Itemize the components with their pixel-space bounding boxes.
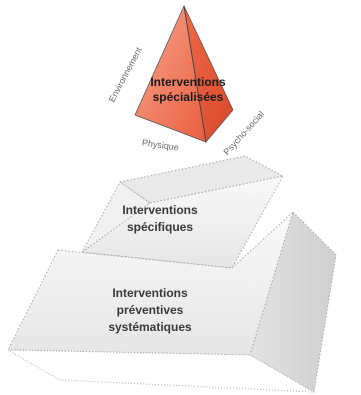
face-label-environnement: Environnement (107, 45, 144, 104)
bottom-block-underside (7, 349, 315, 393)
middle-block-label-line2: spécifiques (127, 220, 193, 234)
bottom-block-label-line2: préventives (117, 303, 184, 317)
bottom-block-label-line1: Interventions (112, 286, 188, 300)
middle-block-front-face (80, 175, 284, 269)
top-pyramid-label-line2: spécialisées (153, 90, 224, 104)
bottom-block-label-line3: systématiques (108, 320, 192, 334)
bottom-block-front-face (7, 210, 295, 356)
middle-block (80, 155, 285, 269)
top-pyramid (134, 4, 234, 143)
middle-block-left-face (81, 181, 151, 253)
top-pyramid-label-line1: Interventions (150, 75, 226, 89)
bottom-block (7, 210, 337, 393)
middle-block-label-line1: Interventions (122, 203, 198, 217)
face-label-physique: Physique (141, 138, 179, 153)
